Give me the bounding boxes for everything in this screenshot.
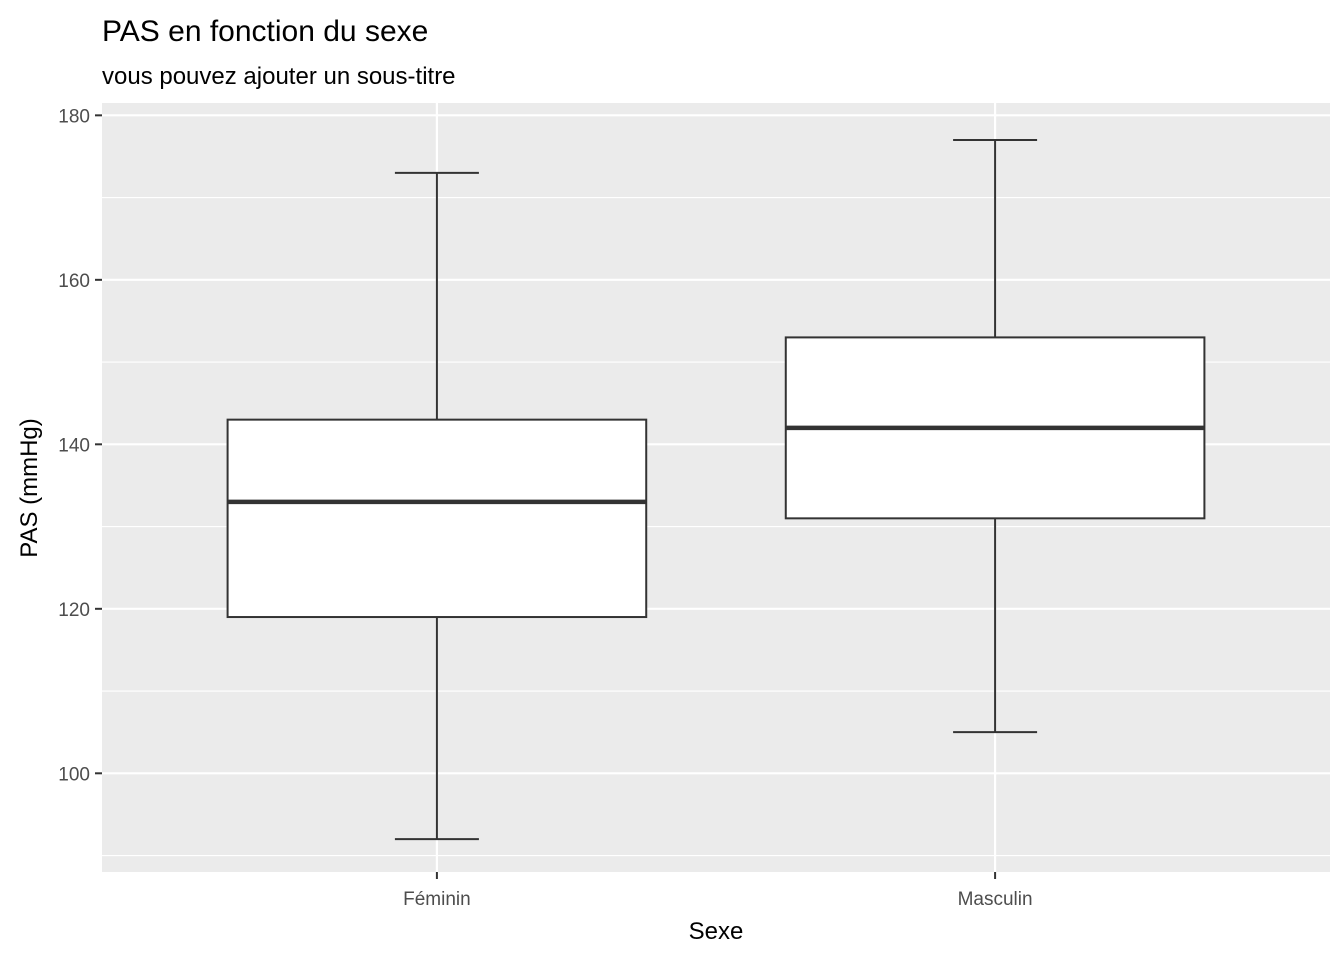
y-tick-label-100: 100	[58, 764, 90, 785]
x-tick-label-2: Masculin	[958, 889, 1033, 910]
y-tick-label-160: 160	[58, 271, 90, 292]
y-tick-label-120: 120	[58, 600, 90, 621]
x-axis-title: Sexe	[689, 918, 744, 945]
y-axis: 100 120 140 160 180	[58, 106, 102, 785]
chart-subtitle: vous pouvez ajouter un sous-titre	[102, 63, 456, 90]
x-tick-label-1: Féminin	[403, 889, 471, 910]
chart-title: PAS en fonction du sexe	[102, 15, 428, 48]
box-1	[226, 171, 648, 841]
x-axis: Féminin Masculin	[403, 872, 1033, 910]
y-axis-title: PAS (mmHg)	[16, 418, 43, 558]
y-tick-label-180: 180	[58, 106, 90, 127]
y-tick-label-140: 140	[58, 435, 90, 456]
box-iqr	[226, 418, 648, 619]
box-2	[784, 139, 1206, 734]
box-series	[226, 139, 1206, 841]
